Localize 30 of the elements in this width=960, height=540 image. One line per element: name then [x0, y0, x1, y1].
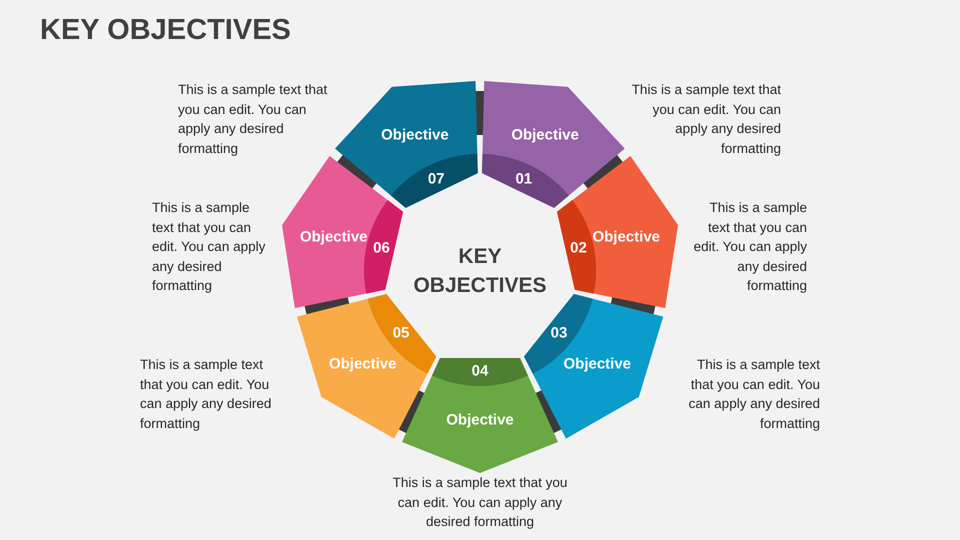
step-number: 02 — [570, 239, 587, 256]
joint-bar — [610, 295, 656, 315]
center-title: KEY OBJECTIVES — [412, 244, 548, 299]
description-text: This is a sample text that you can edit. You can apply any desired formatting — [152, 199, 266, 295]
description-text: This is a sample text that you can edit. You can apply any desired formatting — [178, 81, 328, 158]
slide-title: KEY OBJECTIVES — [40, 14, 291, 47]
segment-label: Objective — [381, 126, 449, 144]
segment-label: Objective — [564, 355, 632, 372]
joint-bar — [398, 390, 426, 434]
description-text: This is a sample text that you can edit. You can apply any desired formatting — [688, 356, 820, 433]
description-text: This is a sample text that you can edit. You can apply any desired formatting — [140, 356, 272, 433]
joint-bar — [337, 154, 378, 190]
segment-label: Objective — [300, 228, 368, 246]
joint-bar — [582, 154, 623, 190]
step-number: 05 — [392, 324, 410, 342]
joint-bar — [475, 91, 485, 135]
segment-label: Objective — [592, 228, 660, 246]
step-number: 01 — [515, 170, 532, 188]
segment-label: Objective — [446, 412, 514, 428]
step-number: 06 — [373, 239, 390, 256]
step-number: 07 — [428, 170, 445, 188]
joint-bar — [304, 295, 350, 315]
description-text: This is a sample text that you can edit. You can apply any desired formatting — [631, 81, 781, 158]
description-text: This is a sample text that you can edit. You can apply any desired formatting — [692, 199, 807, 295]
description-text: This is a sample text that you can edit. You can apply any desired formatting — [392, 474, 568, 531]
segment-label: Objective — [511, 126, 579, 144]
step-number: 03 — [550, 324, 568, 342]
joint-bar — [534, 390, 562, 434]
step-number: 04 — [472, 362, 488, 380]
segment-label: Objective — [328, 355, 396, 372]
